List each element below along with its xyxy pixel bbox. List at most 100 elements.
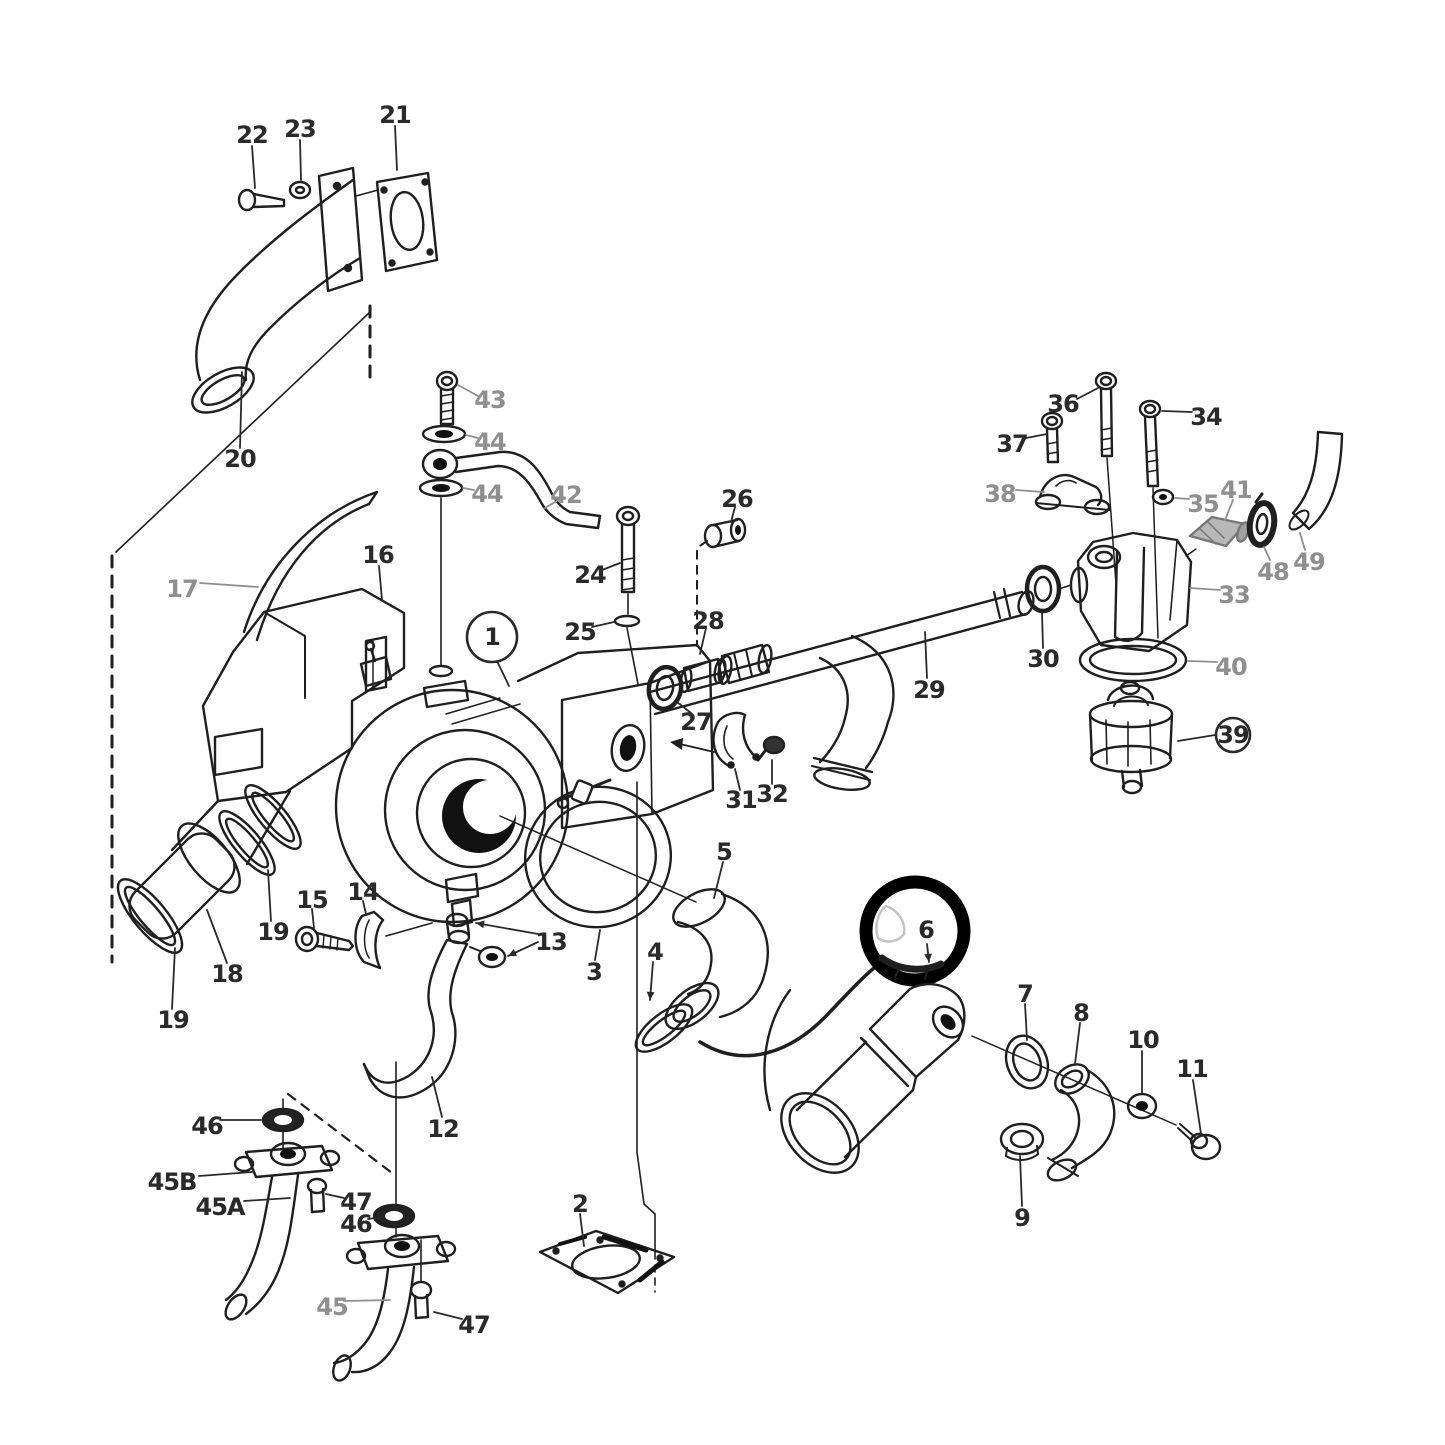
- callout-36: 36: [1047, 387, 1099, 418]
- callout-45: 45: [316, 1293, 391, 1321]
- callout-label-25: 25: [564, 618, 596, 646]
- callout-label-6: 6: [918, 916, 934, 944]
- callout-label-31: 31: [725, 786, 757, 814]
- callout-label-18: 18: [211, 960, 243, 988]
- callout-6: 6: [918, 916, 935, 963]
- turbocharger-body: [334, 640, 715, 928]
- callout-19: 19: [157, 947, 190, 1034]
- highlight-circle-6: [859, 875, 971, 987]
- callout-label-42: 42: [550, 481, 581, 509]
- callout-label-48: 48: [1257, 558, 1289, 586]
- callout-10: 10: [1127, 1026, 1160, 1094]
- callout-20: 20: [224, 371, 257, 473]
- callout-8: 8: [1073, 999, 1090, 1065]
- outlet-housing-assembly: [763, 982, 1222, 1182]
- callout-25: 25: [564, 618, 615, 646]
- reference-panel-lines: [110, 304, 372, 964]
- oil-feed-banjo-42-43-44: [418, 370, 602, 667]
- callout-label-8: 8: [1073, 999, 1089, 1027]
- callout-label-41: 41: [1220, 476, 1252, 504]
- callout-label-45A: 45A: [196, 1193, 246, 1221]
- callout-label-7: 7: [1017, 980, 1033, 1008]
- callout-34: 34: [1161, 403, 1223, 431]
- callout-27: 27: [676, 701, 713, 736]
- callout-label-47: 47: [458, 1311, 489, 1339]
- callout-label-29: 29: [913, 676, 945, 704]
- callout-label-30: 30: [1027, 645, 1059, 673]
- callout-label-44: 44: [474, 428, 506, 456]
- callout-label-14: 14: [347, 878, 379, 906]
- callout-35: 35: [1174, 490, 1220, 518]
- callout-label-3: 3: [586, 958, 602, 986]
- callout-label-33: 33: [1218, 581, 1249, 609]
- v-clamp-3: [523, 778, 673, 929]
- callout-label-32: 32: [756, 780, 787, 808]
- pipe-29-assembly: [646, 517, 1035, 792]
- callout-41: 41: [1220, 476, 1253, 521]
- callout-label-17: 17: [166, 575, 197, 603]
- callout-23: 23: [284, 115, 317, 181]
- callout-label-35: 35: [1187, 490, 1219, 518]
- callout-17: 17: [166, 575, 259, 603]
- callout-24: 24: [574, 561, 621, 589]
- callout-18: 18: [206, 909, 244, 988]
- callout-21: 21: [379, 101, 412, 171]
- callout-47: 47: [325, 1188, 373, 1216]
- callout-label-38: 38: [984, 480, 1016, 508]
- callout-label-27: 27: [680, 708, 711, 736]
- callout-label-47: 47: [340, 1188, 371, 1216]
- callout-label-12: 12: [427, 1115, 458, 1143]
- callout-label-19: 19: [157, 1006, 189, 1034]
- callout-label-2: 2: [572, 1190, 588, 1218]
- callout-label-28: 28: [692, 607, 724, 635]
- callout-label-26: 26: [721, 485, 753, 513]
- callout-37: 37: [996, 430, 1048, 458]
- callout-43: 43: [457, 384, 507, 414]
- callout-label-45B: 45B: [148, 1168, 197, 1196]
- callout-47: 47: [433, 1311, 491, 1339]
- callout-40: 40: [1187, 653, 1248, 681]
- callout-22: 22: [236, 121, 269, 189]
- callout-4: 4: [646, 938, 664, 1001]
- callout-label-16: 16: [362, 541, 394, 569]
- callout-33: 33: [1189, 581, 1251, 609]
- callout-label-24: 24: [574, 561, 606, 589]
- callout-29: 29: [913, 631, 946, 704]
- callout-11: 11: [1176, 1055, 1209, 1135]
- callout-30: 30: [1027, 612, 1060, 673]
- callout-label-11: 11: [1176, 1055, 1208, 1083]
- callout-label-36: 36: [1047, 390, 1079, 418]
- bolt-15-clamp-14: [294, 910, 433, 970]
- drain-fittings-13-hose-12: [362, 912, 507, 1099]
- callout-label-46: 46: [191, 1112, 223, 1140]
- callout-12: 12: [427, 1076, 460, 1143]
- callout-45A: 45A: [196, 1193, 291, 1221]
- callout-label-22: 22: [236, 121, 267, 149]
- seal-rings-18-19: [116, 784, 302, 954]
- callout-label-9: 9: [1014, 1204, 1030, 1232]
- callout-label-34: 34: [1190, 403, 1222, 431]
- callout-44: 44: [462, 480, 504, 508]
- callout-label-39: 39: [1217, 721, 1249, 749]
- callout-label-4: 4: [647, 938, 663, 966]
- callout-7: 7: [1017, 980, 1034, 1041]
- thermostat-housing-assembly: [1024, 371, 1344, 795]
- callout-16: 16: [362, 541, 395, 601]
- callout-49: 49: [1293, 532, 1326, 576]
- callout-label-37: 37: [996, 430, 1027, 458]
- curved-hose-17: [242, 490, 379, 642]
- callout-32: 32: [756, 759, 789, 808]
- callout-label-1: 1: [484, 623, 500, 651]
- drain-pipes-45: [224, 1061, 457, 1382]
- callout-label-5: 5: [716, 838, 732, 866]
- callout-28: 28: [692, 607, 725, 655]
- callout-48: 48: [1257, 546, 1290, 586]
- callout-label-40: 40: [1215, 653, 1247, 681]
- callout-46: 46: [340, 1210, 384, 1238]
- callout-label-13: 13: [535, 928, 566, 956]
- bolt-24-washer-25: [613, 505, 641, 685]
- elbow-hose-5-gasket-4: [634, 888, 876, 1058]
- callout-19: 19: [257, 869, 290, 946]
